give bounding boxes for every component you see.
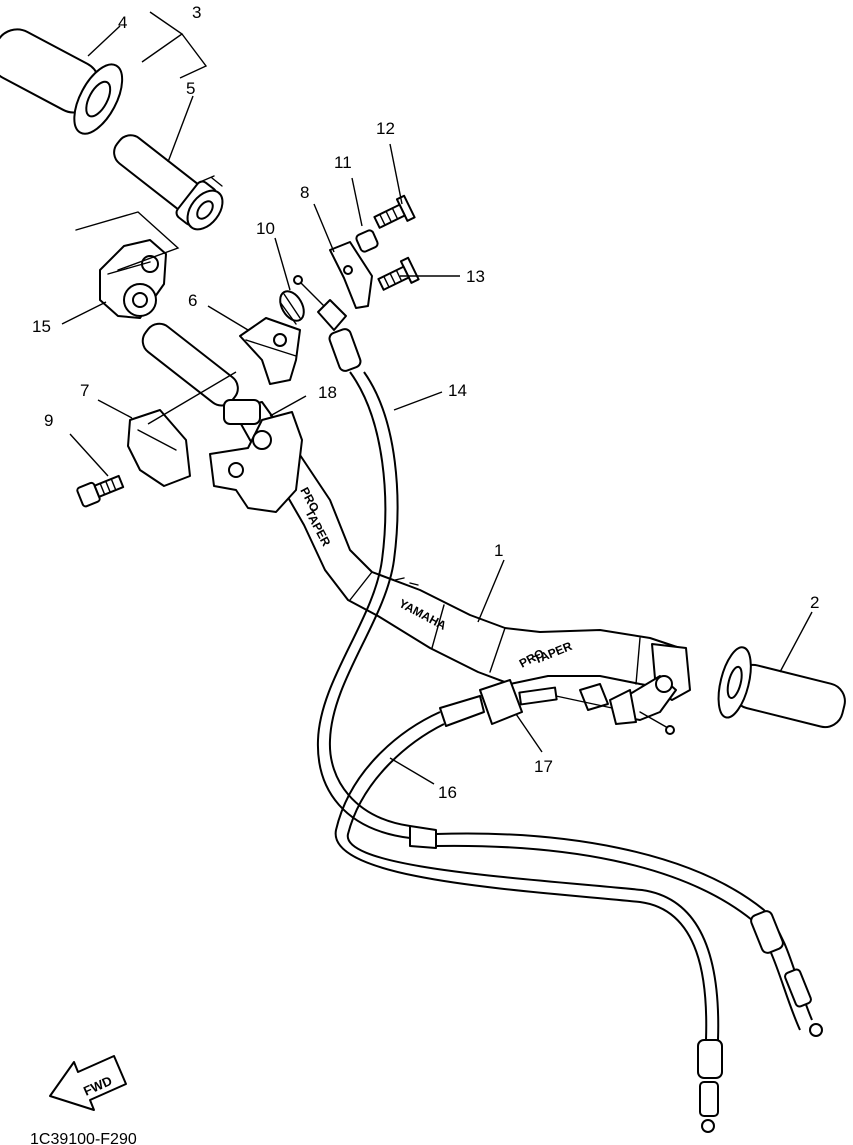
callout-16: 16 [438,783,457,802]
callout-5: 5 [186,79,195,98]
throttle-cable [293,275,823,1037]
clamp-bolt [76,474,125,508]
callout-13: 13 [466,267,485,286]
callout-8: 8 [300,183,309,202]
callout-6: 6 [188,291,197,310]
bar-pipe-left [141,322,239,407]
right-grip [717,646,846,729]
callout-15: 15 [32,317,51,336]
throttle-housing [75,211,180,319]
callout-11: 11 [334,153,352,172]
leader-lines [61,11,813,785]
callout-1: 1 [494,541,503,560]
callout-numbers: 1 2 3 4 5 6 7 8 9 10 11 12 13 14 15 16 1… [32,3,819,802]
clutch-lever-holder [609,643,691,735]
upper-clamp [239,317,301,385]
callout-3: 3 [192,3,201,22]
callout-18: 18 [318,383,337,402]
clutch-cable-adjuster [439,679,613,727]
throttle-grip [113,134,224,231]
callout-7: 7 [80,381,89,400]
callout-17: 17 [534,757,553,776]
callout-2: 2 [810,593,819,612]
callout-9: 9 [44,411,53,430]
callout-10: 10 [256,219,275,238]
lower-clamp [127,409,191,487]
cable-guide-plate [329,241,373,309]
figure-code: 1C39100-F290 [30,1131,137,1145]
callout-14: 14 [448,381,467,400]
fwd-arrow: FWD [49,1055,127,1111]
master-cylinder-holder [209,399,303,513]
callout-4: 4 [118,13,127,32]
collar [355,229,379,253]
callout-12: 12 [376,119,395,138]
clutch-cable [334,711,723,1133]
left-grip-set [0,28,124,135]
screw-upper [373,194,416,229]
cable-adjuster-nut [279,290,305,325]
